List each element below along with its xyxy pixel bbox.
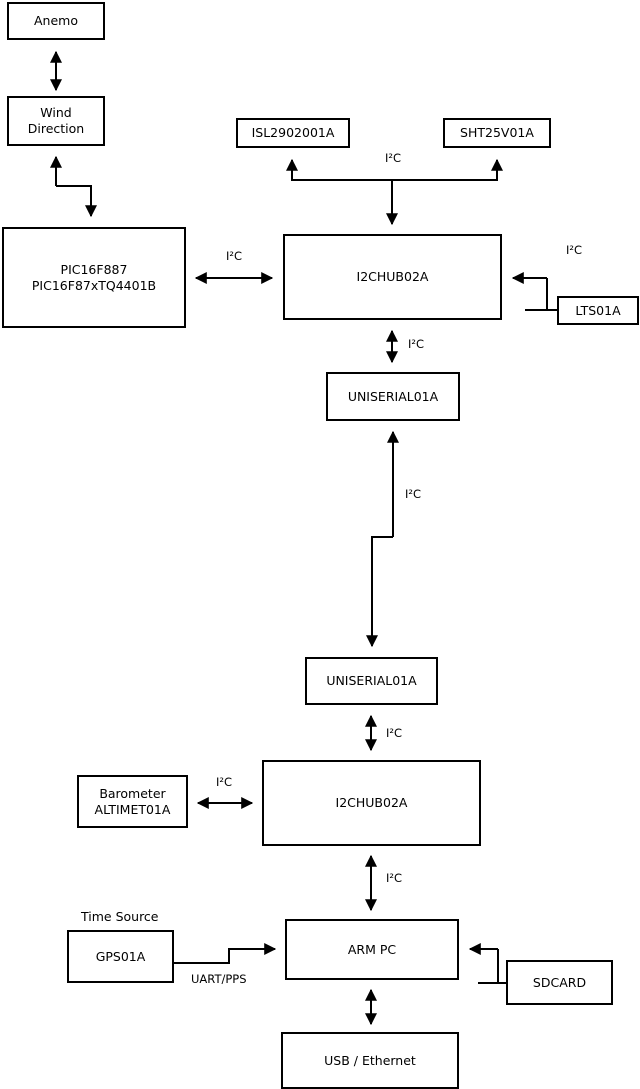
node-i2chub02a-bottom[interactable]: I2CHUB02A [262, 760, 481, 846]
edge-label-hub-lts: I²C [566, 243, 583, 257]
node-barometer-altimet01a-label: Barometer ALTIMET01A [94, 785, 171, 817]
node-gps01a[interactable]: GPS01A [67, 930, 174, 983]
node-gps01a-label: GPS01A [95, 948, 146, 964]
node-uniserial01a-top-label: UNISERIAL01A [347, 388, 439, 404]
node-wind-direction-label: Wind Direction [27, 105, 85, 136]
edge-label-hub-bottom-arm: I²C [386, 871, 403, 885]
node-arm-pc[interactable]: ARM PC [285, 919, 459, 980]
edge-label-uniserial-uniserial: I²C [405, 487, 422, 501]
node-i2chub02a-bottom-label: I2CHUB02A [335, 795, 408, 811]
edge-label-hub-uniserial-top: I²C [408, 337, 425, 351]
node-sht25v01a[interactable]: SHT25V01A [443, 118, 551, 148]
node-pic-mcu-label: PIC16F887 PIC16F87xTQ4401B [31, 261, 157, 293]
connector-arm-sdcard [468, 943, 520, 989]
node-isl2902001a[interactable]: ISL2902001A [236, 118, 350, 148]
node-pic-mcu[interactable]: PIC16F887 PIC16F87xTQ4401B [2, 227, 186, 328]
edge-label-pic-hub: I²C [226, 249, 243, 263]
node-lts01a[interactable]: LTS01A [557, 296, 639, 325]
node-sdcard[interactable]: SDCARD [506, 960, 613, 1005]
connector-hub-top-sensors [286, 158, 503, 226]
node-i2chub02a-top-label: I2CHUB02A [356, 269, 429, 285]
node-lts01a-label: LTS01A [575, 302, 621, 318]
node-uniserial01a-bottom-label: UNISERIAL01A [326, 673, 417, 689]
node-arm-pc-label: ARM PC [347, 941, 397, 957]
node-usb-ethernet[interactable]: USB / Ethernet [281, 1032, 459, 1089]
connector-pic-wind [50, 155, 97, 218]
node-i2chub02a-top[interactable]: I2CHUB02A [283, 234, 502, 320]
edge-label-uniserial-hub-bottom: I²C [386, 726, 403, 740]
edge-label-barometer-hub-bottom: I²C [216, 775, 233, 789]
edge-label-gps-arm: UART/PPS [191, 972, 247, 986]
node-sht25v01a-label: SHT25V01A [460, 125, 534, 141]
node-anemo-label: Anemo [34, 13, 78, 29]
node-wind-direction[interactable]: Wind Direction [7, 96, 105, 146]
node-sdcard-label: SDCARD [532, 974, 587, 990]
node-usb-ethernet-label: USB / Ethernet [324, 1052, 416, 1068]
label-time-source: Time Source [81, 909, 159, 924]
node-uniserial01a-top[interactable]: UNISERIAL01A [326, 372, 460, 421]
connector-uni-top-uni-bottom [366, 430, 399, 648]
node-isl2902001a-label: ISL2902001A [251, 125, 335, 141]
edge-label-hub-sensors: I²C [385, 151, 402, 165]
node-barometer-altimet01a[interactable]: Barometer ALTIMET01A [77, 775, 188, 828]
connector-gps-arm [174, 943, 277, 964]
node-anemo[interactable]: Anemo [7, 2, 105, 40]
node-uniserial01a-bottom[interactable]: UNISERIAL01A [305, 657, 438, 705]
